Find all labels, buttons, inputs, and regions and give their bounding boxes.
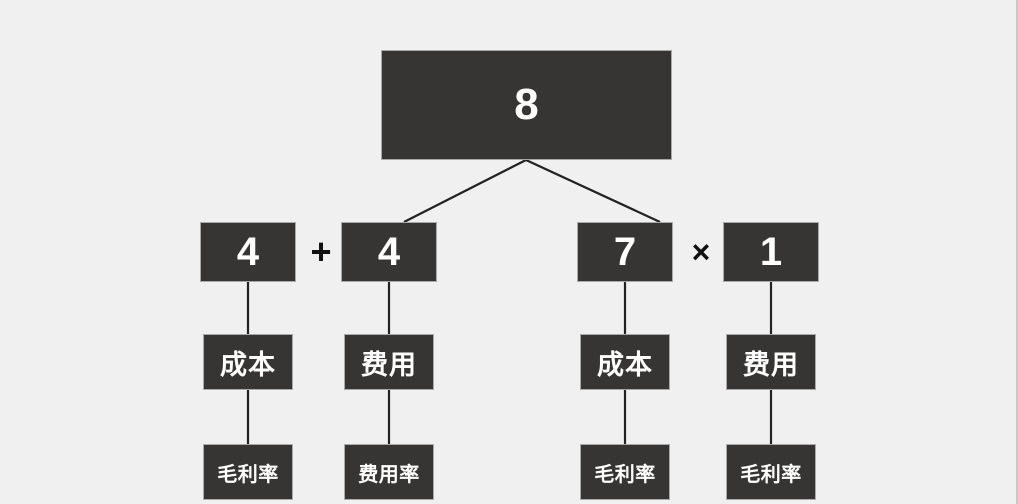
edge-root-to-operand-3 <box>525 159 661 223</box>
node-operand-3[interactable]: 7 <box>577 222 673 282</box>
node-root[interactable]: 8 <box>381 50 672 160</box>
node-operand-2[interactable]: 4 <box>341 222 437 282</box>
node-category-2[interactable]: 费用 <box>344 334 434 390</box>
node-ratio-3[interactable]: 毛利率 <box>580 444 670 500</box>
node-ratio-2[interactable]: 费用率 <box>344 444 434 500</box>
node-ratio-1[interactable]: 毛利率 <box>203 444 293 500</box>
node-ratio-4[interactable]: 毛利率 <box>726 444 816 500</box>
operator-plus: + <box>310 231 332 272</box>
node-operand-4[interactable]: 1 <box>723 222 819 282</box>
node-category-3[interactable]: 成本 <box>580 334 670 390</box>
node-operand-1[interactable]: 4 <box>200 222 296 282</box>
edge-root-to-operand-1 <box>403 159 527 223</box>
node-category-4[interactable]: 费用 <box>726 334 816 390</box>
node-category-1[interactable]: 成本 <box>203 334 293 390</box>
operator-multiply: × <box>691 233 711 270</box>
